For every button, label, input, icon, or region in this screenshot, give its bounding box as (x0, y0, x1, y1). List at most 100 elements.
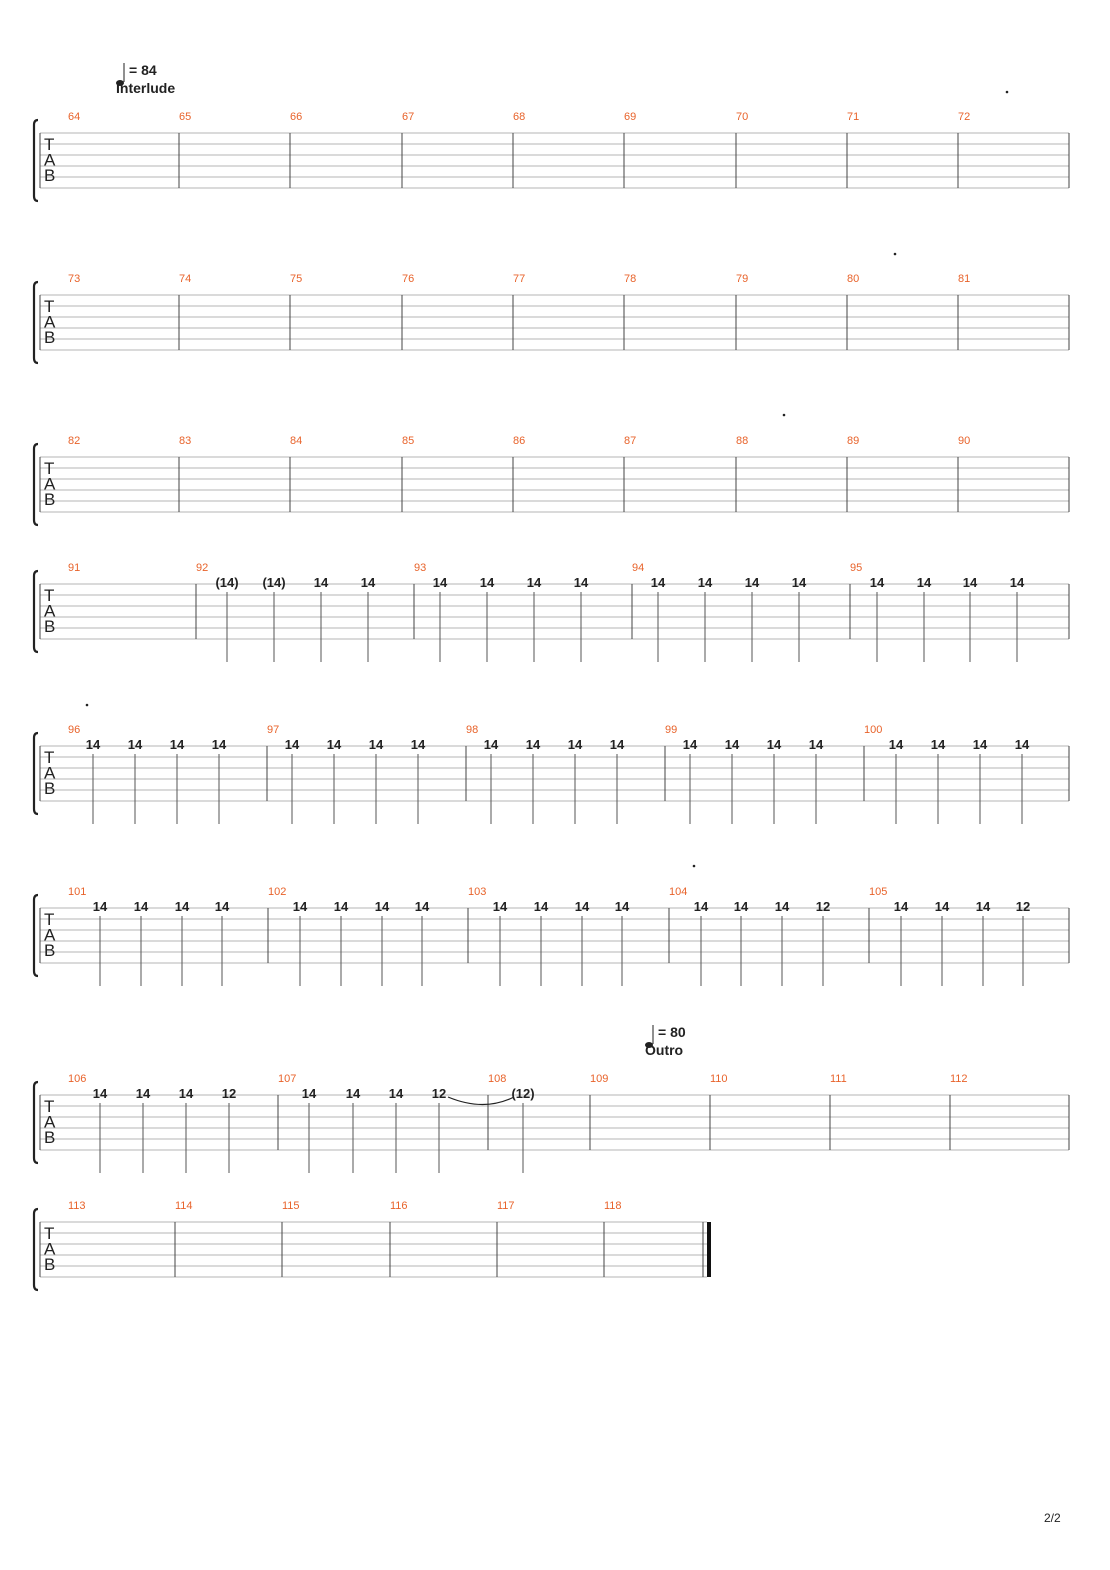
fret-number: 14 (568, 737, 583, 752)
measure-number: 108 (488, 1073, 506, 1085)
fret-number: 14 (734, 899, 749, 914)
fret-number: 14 (433, 575, 448, 590)
fret-number: 14 (534, 899, 549, 914)
measure-number: 106 (68, 1073, 86, 1085)
measure-number: 96 (68, 724, 80, 736)
measure-number: 81 (958, 273, 970, 285)
fret-number: 14 (215, 899, 230, 914)
measure-number: 115 (282, 1200, 300, 1212)
tab-clef-letter: A (44, 313, 56, 332)
tab-clef-letter: T (44, 297, 54, 316)
fret-number: 14 (1010, 575, 1025, 590)
fret-number: (14) (262, 575, 285, 590)
fret-number: 14 (128, 737, 143, 752)
system-bracket (32, 442, 39, 527)
measure-number: 100 (864, 724, 882, 736)
measure-number: 98 (466, 724, 478, 736)
measure-number: 82 (68, 435, 80, 447)
measure-number: 89 (847, 435, 859, 447)
fret-number: 14 (935, 899, 950, 914)
tab-clef-letter: B (44, 490, 55, 509)
fret-number: 14 (575, 899, 590, 914)
fret-number: 14 (809, 737, 824, 752)
fret-number: 14 (973, 737, 988, 752)
measure-number: 88 (736, 435, 748, 447)
fret-number: (14) (215, 575, 238, 590)
measure-number: 73 (68, 273, 80, 285)
system-bracket (32, 731, 39, 816)
fret-number: 12 (432, 1086, 446, 1101)
fret-number: 14 (527, 575, 542, 590)
measure-number: 64 (68, 111, 80, 123)
section-label: Interlude (116, 80, 175, 96)
measure-number: 97 (267, 724, 279, 736)
fret-number: 14 (610, 737, 625, 752)
page-number: 2/2 (1044, 1511, 1061, 1525)
measure-number: 67 (402, 111, 414, 123)
fret-number: 14 (285, 737, 300, 752)
fret-number: 14 (931, 737, 946, 752)
fret-number: 14 (894, 899, 909, 914)
section-label: Outro (645, 1042, 683, 1058)
measure-number: 68 (513, 111, 525, 123)
fret-number: 14 (694, 899, 709, 914)
fret-number: 14 (179, 1086, 194, 1101)
measure-number: 109 (590, 1073, 608, 1085)
marker-dot (692, 864, 696, 868)
fret-number: 14 (411, 737, 426, 752)
measure-number: 76 (402, 273, 414, 285)
fret-number: 14 (615, 899, 630, 914)
fret-number: 14 (767, 737, 782, 752)
system-bracket (32, 1080, 39, 1165)
fret-number: 14 (792, 575, 807, 590)
measure-number: 94 (632, 562, 644, 574)
measure-number: 70 (736, 111, 748, 123)
tab-clef-letter: T (44, 459, 54, 478)
fret-number: 14 (725, 737, 740, 752)
fret-number: 14 (493, 899, 508, 914)
tab-clef-letter: A (44, 1113, 56, 1132)
fret-number: 14 (293, 899, 308, 914)
fret-number: 14 (369, 737, 384, 752)
measure-number: 107 (278, 1073, 296, 1085)
fret-number: 14 (86, 737, 101, 752)
tab-clef-letter: B (44, 1128, 55, 1147)
measure-number: 112 (950, 1073, 968, 1085)
measure-number: 86 (513, 435, 525, 447)
fret-number: 14 (93, 1086, 108, 1101)
tab-clef-letter: B (44, 1255, 55, 1274)
system-bracket (32, 1207, 39, 1292)
tab-clef-letter: B (44, 941, 55, 960)
tempo-value: = 84 (129, 62, 157, 78)
tab-clef-letter: A (44, 926, 56, 945)
fret-number: 14 (212, 737, 227, 752)
measure-number: 79 (736, 273, 748, 285)
measure-number: 114 (175, 1200, 193, 1212)
fret-number: 14 (683, 737, 698, 752)
fret-number: 14 (170, 737, 185, 752)
tab-clef-letter: T (44, 135, 54, 154)
fret-number: 12 (222, 1086, 236, 1101)
system-bracket (32, 118, 39, 203)
measure-number: 105 (869, 886, 887, 898)
fret-number: 14 (346, 1086, 361, 1101)
fret-number: 14 (314, 575, 329, 590)
measure-number: 78 (624, 273, 636, 285)
tab-clef-letter: B (44, 617, 55, 636)
measure-number: 102 (268, 886, 286, 898)
fret-number: 14 (361, 575, 376, 590)
marker-dot (1005, 90, 1009, 94)
fret-number: 14 (775, 899, 790, 914)
marker-dot (893, 252, 897, 256)
fret-number: 14 (889, 737, 904, 752)
fret-number: 14 (1015, 737, 1030, 752)
system-bracket (32, 893, 39, 978)
tab-clef-letter: B (44, 328, 55, 347)
measure-number: 110 (710, 1073, 728, 1085)
